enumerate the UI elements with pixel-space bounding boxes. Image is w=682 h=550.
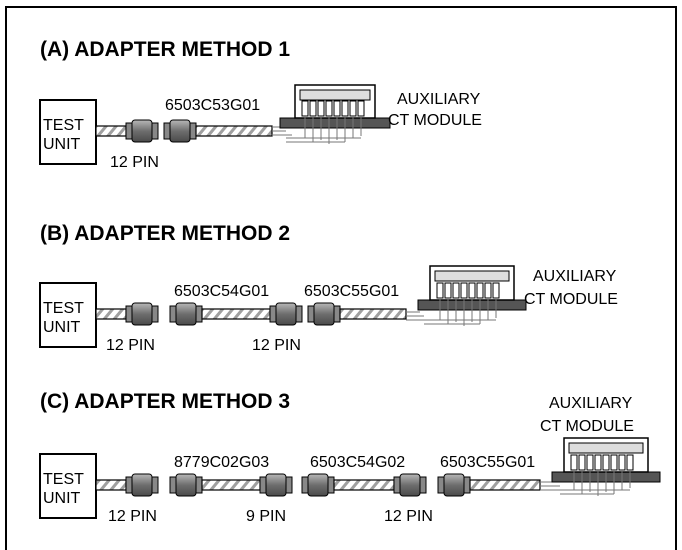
connector	[163, 122, 171, 140]
connector	[295, 305, 303, 323]
test-unit-label-line2: UNIT	[43, 136, 81, 153]
cable-part-number: 6503C55G01	[440, 454, 535, 471]
pin-label: 12 PIN	[384, 508, 433, 525]
connector	[313, 302, 335, 326]
connector	[151, 476, 159, 494]
section-b-title: (B) ADAPTER METHOD 2	[40, 222, 290, 245]
cable-part-number: 6503C55G01	[304, 283, 399, 300]
pin-label: 12 PIN	[106, 337, 155, 354]
connector	[437, 476, 445, 494]
connector	[169, 476, 177, 494]
connector	[327, 476, 335, 494]
frame-border	[5, 6, 677, 550]
test-unit-b: TEST UNIT	[39, 282, 97, 348]
module-label-line2: CT MODULE	[540, 418, 634, 435]
connector	[195, 305, 203, 323]
connector	[275, 302, 297, 326]
test-unit-label-line2: UNIT	[43, 319, 81, 336]
section-c: (C) ADAPTER METHOD 3 TEST UNIT 12 PIN 9 …	[39, 390, 661, 525]
connector	[265, 473, 287, 497]
test-unit-label-line1: TEST	[43, 471, 84, 488]
pin-label: 9 PIN	[246, 508, 286, 525]
section-a: (A) ADAPTER METHOD 1 TEST UNIT 12 PIN 65…	[39, 38, 482, 171]
connector	[151, 122, 159, 140]
connector	[419, 476, 427, 494]
cable-part-number: 6503C54G01	[174, 283, 269, 300]
connector	[125, 122, 133, 140]
connector	[195, 476, 203, 494]
test-unit-label-line1: TEST	[43, 117, 84, 134]
section-c-title: (C) ADAPTER METHOD 3	[40, 390, 290, 413]
connector	[175, 473, 197, 497]
pin-label: 12 PIN	[252, 337, 301, 354]
module-label-line1: AUXILIARY	[397, 91, 481, 108]
connector	[125, 476, 133, 494]
cable-a2	[163, 119, 273, 143]
pin-label: 12 PIN	[108, 508, 157, 525]
connector	[259, 476, 267, 494]
module-label-line2: CT MODULE	[524, 291, 618, 308]
test-unit-c: TEST UNIT	[39, 453, 97, 519]
connector	[269, 305, 277, 323]
connector	[333, 305, 341, 323]
module-b	[406, 265, 527, 326]
connector	[189, 122, 197, 140]
section-a-title: (A) ADAPTER METHOD 1	[40, 38, 290, 61]
cable-part-number: 6503C53G01	[165, 97, 260, 114]
connector	[131, 473, 153, 497]
test-unit-label-line1: TEST	[43, 300, 84, 317]
section-b: (B) ADAPTER METHOD 2 TEST UNIT 12 PIN 12…	[39, 222, 618, 354]
connector	[307, 473, 329, 497]
connector	[131, 119, 153, 143]
module-label-line1: AUXILIARY	[549, 395, 633, 412]
cable-a1	[95, 119, 159, 143]
connector	[131, 302, 153, 326]
module-a	[272, 84, 391, 144]
connector	[443, 473, 465, 497]
connector	[285, 476, 293, 494]
module-label-line2: CT MODULE	[388, 112, 482, 129]
connector	[151, 305, 159, 323]
module-c	[540, 437, 661, 496]
connector	[169, 305, 177, 323]
module-label-line1: AUXILIARY	[533, 268, 617, 285]
connector	[307, 305, 315, 323]
cable-part-number: 8779C02G03	[174, 454, 269, 471]
connector	[463, 476, 471, 494]
connector	[393, 476, 401, 494]
test-unit-a: TEST UNIT	[39, 99, 97, 165]
connector	[399, 473, 421, 497]
connector	[125, 305, 133, 323]
connector	[169, 119, 191, 143]
cable-part-number: 6503C54G02	[310, 454, 405, 471]
connector	[301, 476, 309, 494]
connector	[175, 302, 197, 326]
pin-label: 12 PIN	[110, 154, 159, 171]
test-unit-label-line2: UNIT	[43, 490, 81, 507]
